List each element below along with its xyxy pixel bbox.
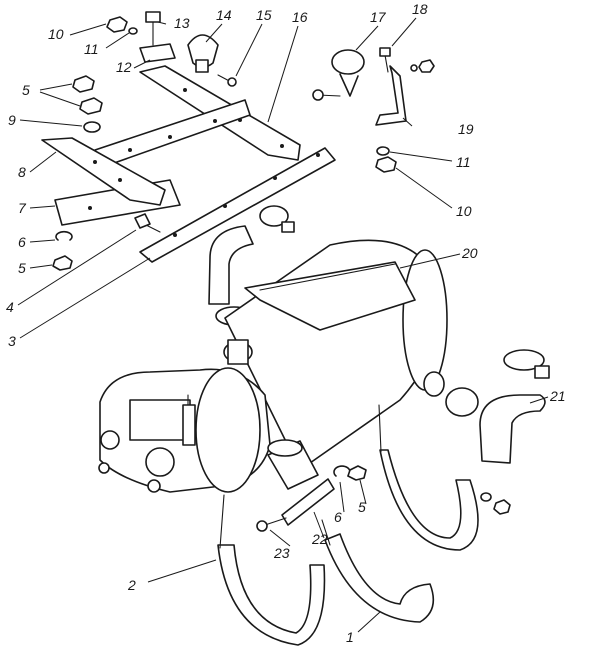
outlet-pipe <box>423 371 445 397</box>
nut-10-top <box>106 16 128 33</box>
callout-5-lower: 5 <box>18 260 26 276</box>
callouts: 10 11 13 14 15 16 12 17 18 5 9 8 7 6 5 4… <box>6 1 566 645</box>
exhaust-stub <box>267 439 319 490</box>
callout-16: 16 <box>292 9 308 25</box>
washer-11-top <box>128 27 138 35</box>
bolt-18 <box>379 47 391 73</box>
hose-upper <box>208 225 254 305</box>
clamp-14 <box>187 34 219 73</box>
hardware-right <box>410 59 435 73</box>
nut-5-upper <box>72 75 95 93</box>
callout-15: 15 <box>256 7 272 23</box>
clamp-right-top <box>503 349 550 379</box>
callout-10-right: 10 <box>456 203 472 219</box>
washer-11-right <box>376 146 390 156</box>
callout-6-lower: 6 <box>334 509 342 525</box>
callout-11-right: 11 <box>456 154 471 170</box>
muffler-20 <box>224 239 448 471</box>
callout-5-right: 5 <box>358 499 366 515</box>
callout-6-left: 6 <box>18 234 26 250</box>
nut-5-middle <box>79 97 103 115</box>
nut-10-right <box>375 156 397 173</box>
inlet-pipe <box>223 339 253 365</box>
callout-22: 22 <box>311 531 328 547</box>
bolt-4 <box>134 213 161 233</box>
lockwasher-6 <box>55 230 73 241</box>
callout-12: 12 <box>116 59 132 75</box>
band-2 <box>217 494 326 646</box>
callout-17: 17 <box>370 9 387 25</box>
callout-21: 21 <box>549 388 566 404</box>
bolt-center <box>312 89 341 101</box>
callout-20: 20 <box>461 245 478 261</box>
clamp-upper <box>259 205 295 233</box>
crossbar-upper <box>94 99 251 169</box>
clamp-right-mid <box>445 387 479 417</box>
callout-23: 23 <box>273 545 290 561</box>
clamp-22 <box>281 478 335 526</box>
nut-5-lower-right <box>347 465 367 481</box>
nut-far-right <box>480 492 511 515</box>
callout-3: 3 <box>8 333 16 349</box>
callout-11-top: 11 <box>84 41 99 57</box>
callout-8: 8 <box>18 164 26 180</box>
bracket-19 <box>375 65 407 126</box>
washer-6-lower <box>333 465 351 477</box>
callout-13: 13 <box>174 15 190 31</box>
hose-21 <box>479 394 546 464</box>
callout-18: 18 <box>412 1 428 17</box>
bolt-13 <box>145 11 161 46</box>
callout-2: 2 <box>127 577 136 593</box>
nut-5-lower <box>52 255 73 271</box>
callout-7: 7 <box>18 200 27 216</box>
callout-10-top: 10 <box>48 26 64 42</box>
clamp-17 <box>331 49 365 97</box>
band-1 <box>321 519 435 623</box>
bolt-23 <box>256 517 287 532</box>
bolt-15 <box>217 74 237 87</box>
washer-9 <box>83 121 101 133</box>
band-right <box>378 404 479 551</box>
leader-lines <box>17 17 549 633</box>
callout-1: 1 <box>346 629 354 645</box>
engine-body <box>98 367 271 493</box>
bracket-8 <box>41 137 166 206</box>
callout-4: 4 <box>6 299 14 315</box>
plate-12 <box>139 43 176 63</box>
callout-19: 19 <box>458 121 474 137</box>
callout-14: 14 <box>216 7 232 23</box>
callout-5-upper: 5 <box>22 82 30 98</box>
callout-9: 9 <box>8 112 16 128</box>
